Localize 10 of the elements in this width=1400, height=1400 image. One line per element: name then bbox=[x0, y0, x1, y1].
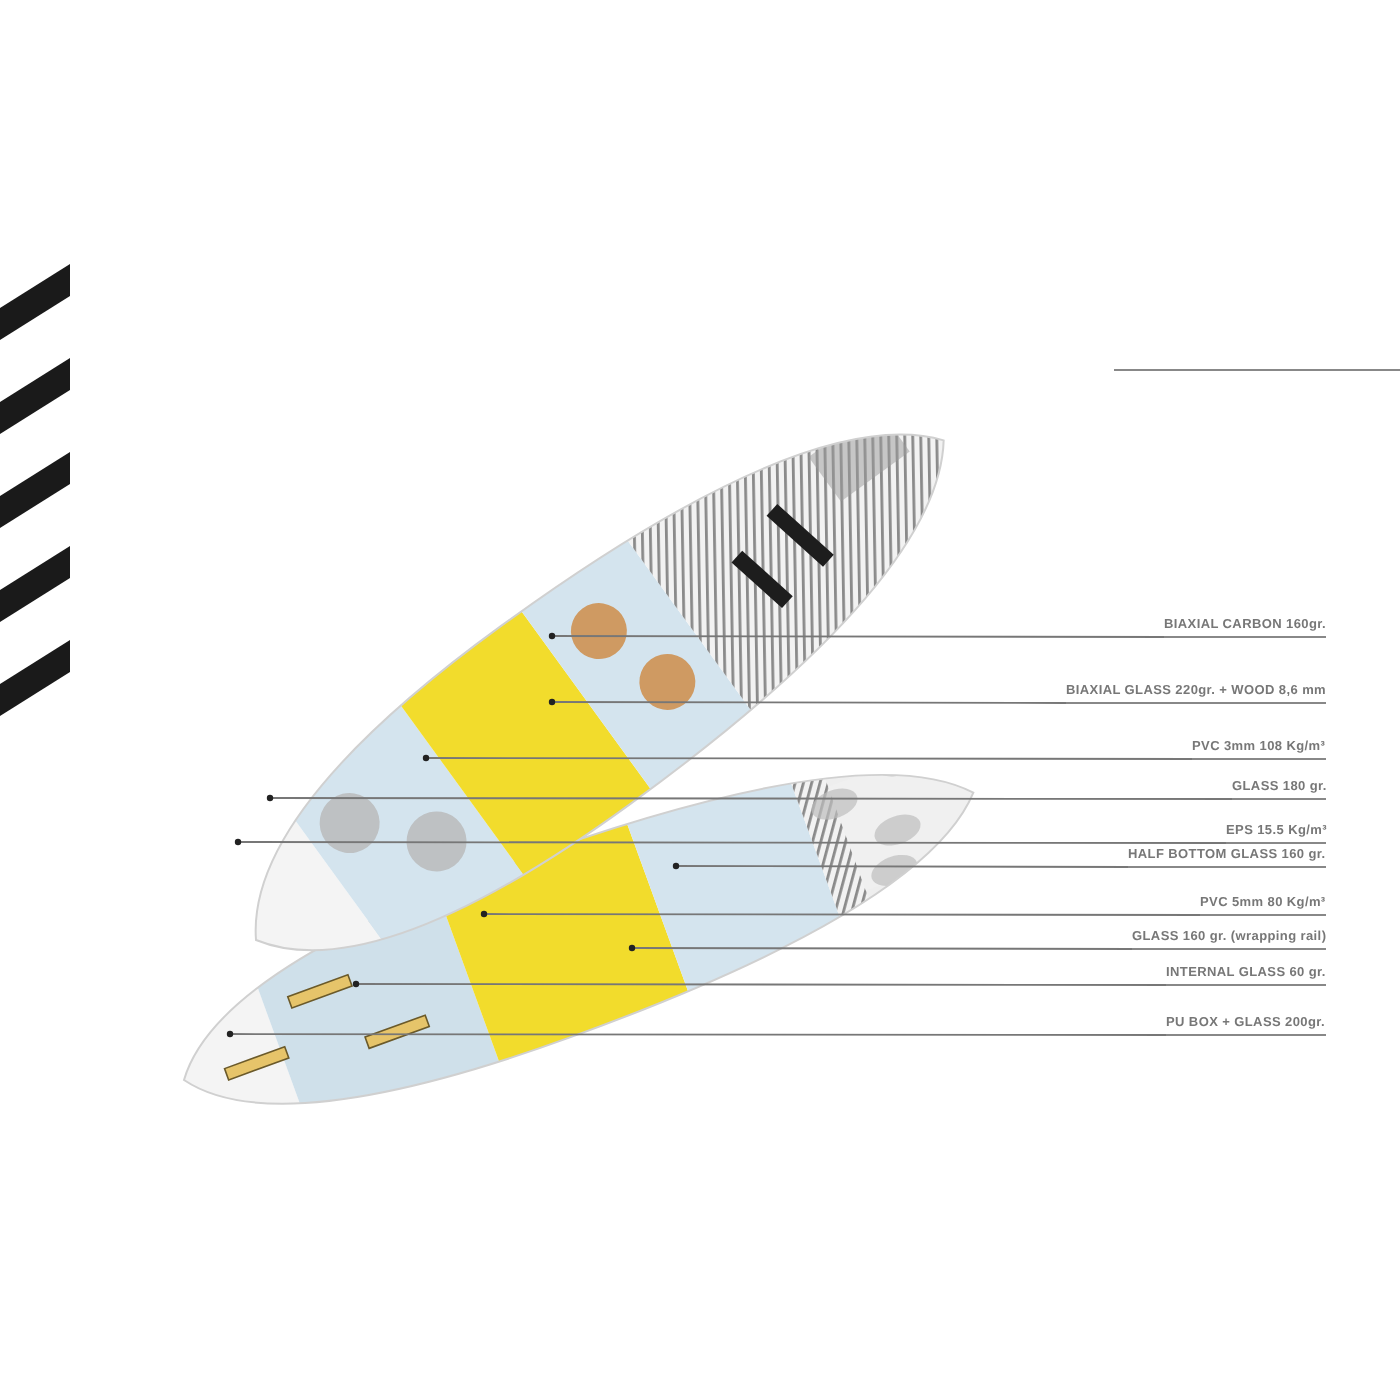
leader-line bbox=[480, 910, 1201, 918]
leader-line bbox=[352, 980, 1167, 988]
leader-line bbox=[226, 1030, 1167, 1038]
leader-line bbox=[628, 944, 1133, 952]
leader-line bbox=[234, 838, 1227, 846]
leader-line bbox=[548, 632, 1165, 640]
leader-line bbox=[548, 698, 1067, 706]
leader-line bbox=[266, 794, 1233, 802]
leader-line bbox=[672, 862, 1129, 870]
leader-line bbox=[422, 754, 1193, 762]
